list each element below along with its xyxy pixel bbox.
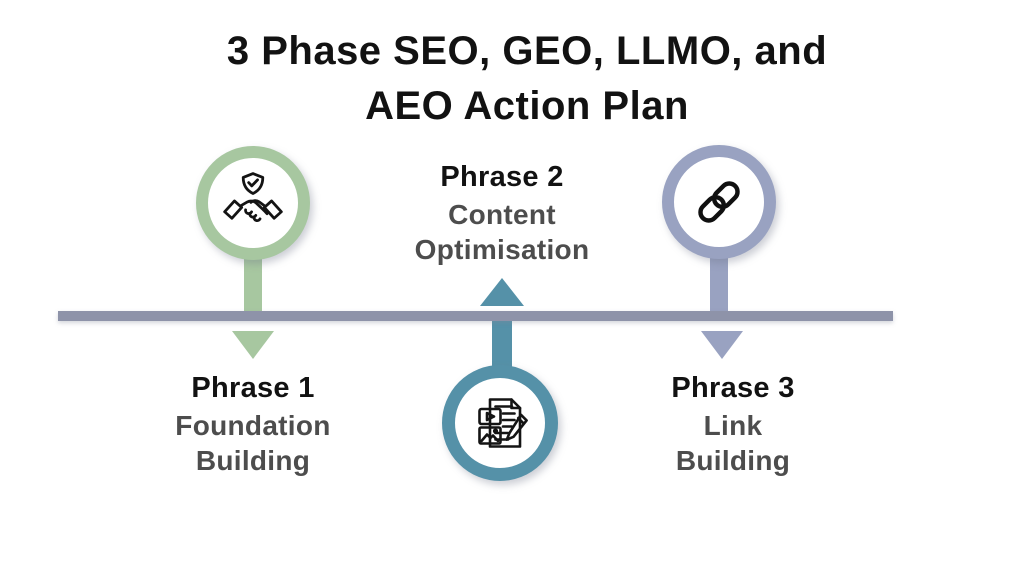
phase-3-arrow-down-icon [701, 331, 743, 359]
phase-2-sublabel-line-1: Content [448, 199, 556, 230]
phase-1-sublabel: Foundation Building [103, 408, 403, 478]
handshake-shield-icon [220, 170, 286, 236]
phase-1-sublabel-line-1: Foundation [175, 410, 331, 441]
page-title-line-2: AEO Action Plan [365, 84, 689, 128]
phase-2-sublabel-line-2: Optimisation [414, 234, 590, 265]
chain-link-icon [688, 171, 750, 233]
phase-2-circle [442, 365, 558, 481]
page-title: 3 Phase SEO, GEO, LLMO, and AEO Action P… [30, 24, 1024, 134]
page-title-line-1: 3 Phase SEO, GEO, LLMO, and [226, 29, 828, 73]
phase-3-circle [662, 145, 776, 259]
phase-3-sublabel-line-1: Link [703, 410, 763, 441]
phase-2-label: Phrase 2 [440, 161, 564, 193]
phase-3-label: Phrase 3 [671, 372, 795, 404]
phase-1-circle [196, 146, 310, 260]
phase-2-stem [492, 318, 512, 372]
phase-3-stem [710, 250, 728, 311]
phase-3-sublabel: Link Building [583, 408, 883, 478]
phase-1-stem [244, 250, 262, 311]
timeline-line [58, 311, 893, 321]
content-edit-icon [468, 391, 532, 455]
phase-2-sublabel: Content Optimisation [352, 197, 652, 267]
phase-1-label: Phrase 1 [191, 372, 315, 404]
phase-2-arrow-up-icon [480, 278, 524, 306]
phase-3-sublabel-line-2: Building [675, 445, 791, 476]
phase-1-sublabel-line-2: Building [195, 445, 311, 476]
phase-1-arrow-down-icon [232, 331, 274, 359]
